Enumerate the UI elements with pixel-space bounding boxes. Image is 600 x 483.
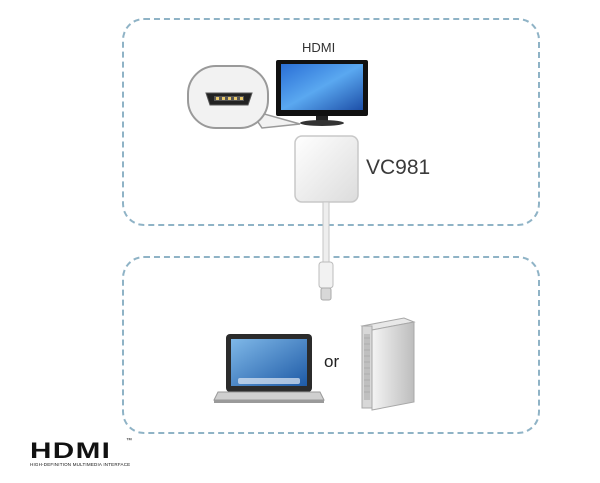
- display-label: HDMI: [302, 40, 336, 55]
- hdmi-logo: HDMI ™ HIGH-DEFINITION MULTIMEDIA INTERF…: [30, 438, 132, 467]
- hdmi-logo-wordmark: HDMI: [30, 438, 112, 463]
- desktop-tower-icon: [360, 317, 416, 411]
- hdmi-logo-trademark: ™: [126, 438, 132, 444]
- laptop-icon: [213, 334, 325, 403]
- usb-c-cable-icon: [318, 201, 334, 301]
- source-side-panel: [122, 256, 540, 434]
- hdmi-port-callout-icon: [187, 65, 301, 129]
- display-side-panel: [122, 18, 540, 226]
- adapter-icon: [294, 135, 359, 203]
- or-separator-label: or: [324, 352, 340, 371]
- hdmi-logo-tagline: HIGH-DEFINITION MULTIMEDIA INTERFACE: [30, 462, 131, 467]
- adapter-model-label: VC981: [366, 156, 431, 179]
- hdmi-monitor-icon: [276, 60, 368, 126]
